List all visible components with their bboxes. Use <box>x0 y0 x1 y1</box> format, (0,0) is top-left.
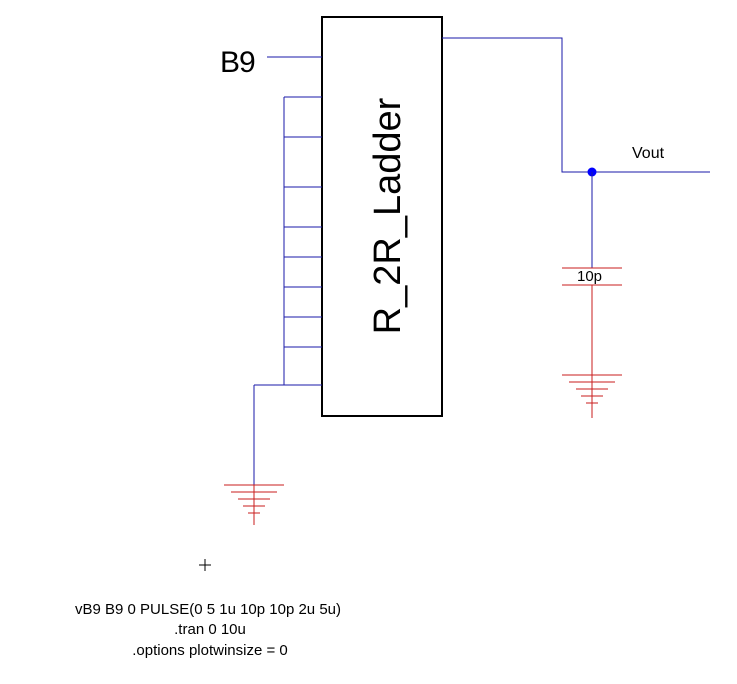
ground-symbol-right <box>562 374 622 418</box>
crosshair-cursor-icon <box>199 559 211 571</box>
r2r-ladder-label: R_2R_Ladder <box>367 97 409 334</box>
r2r-ladder-block[interactable] <box>321 16 443 417</box>
capacitor-10p[interactable] <box>562 172 622 375</box>
output-wire <box>442 37 592 173</box>
vout-label: Vout <box>632 145 665 162</box>
capacitor-value-label: 10p <box>577 268 602 285</box>
ladder-input-pins <box>253 96 322 485</box>
ground-symbol-left <box>224 484 284 525</box>
spice-tran-directive[interactable]: .tran 0 10u <box>174 621 246 638</box>
spice-options-directive[interactable]: .options plotwinsize = 0 <box>132 642 288 659</box>
spice-source-directive[interactable]: vB9 B9 0 PULSE(0 5 1u 10p 10p 2u 5u) <box>75 601 341 618</box>
b9-pin-label: B9 <box>220 46 255 79</box>
